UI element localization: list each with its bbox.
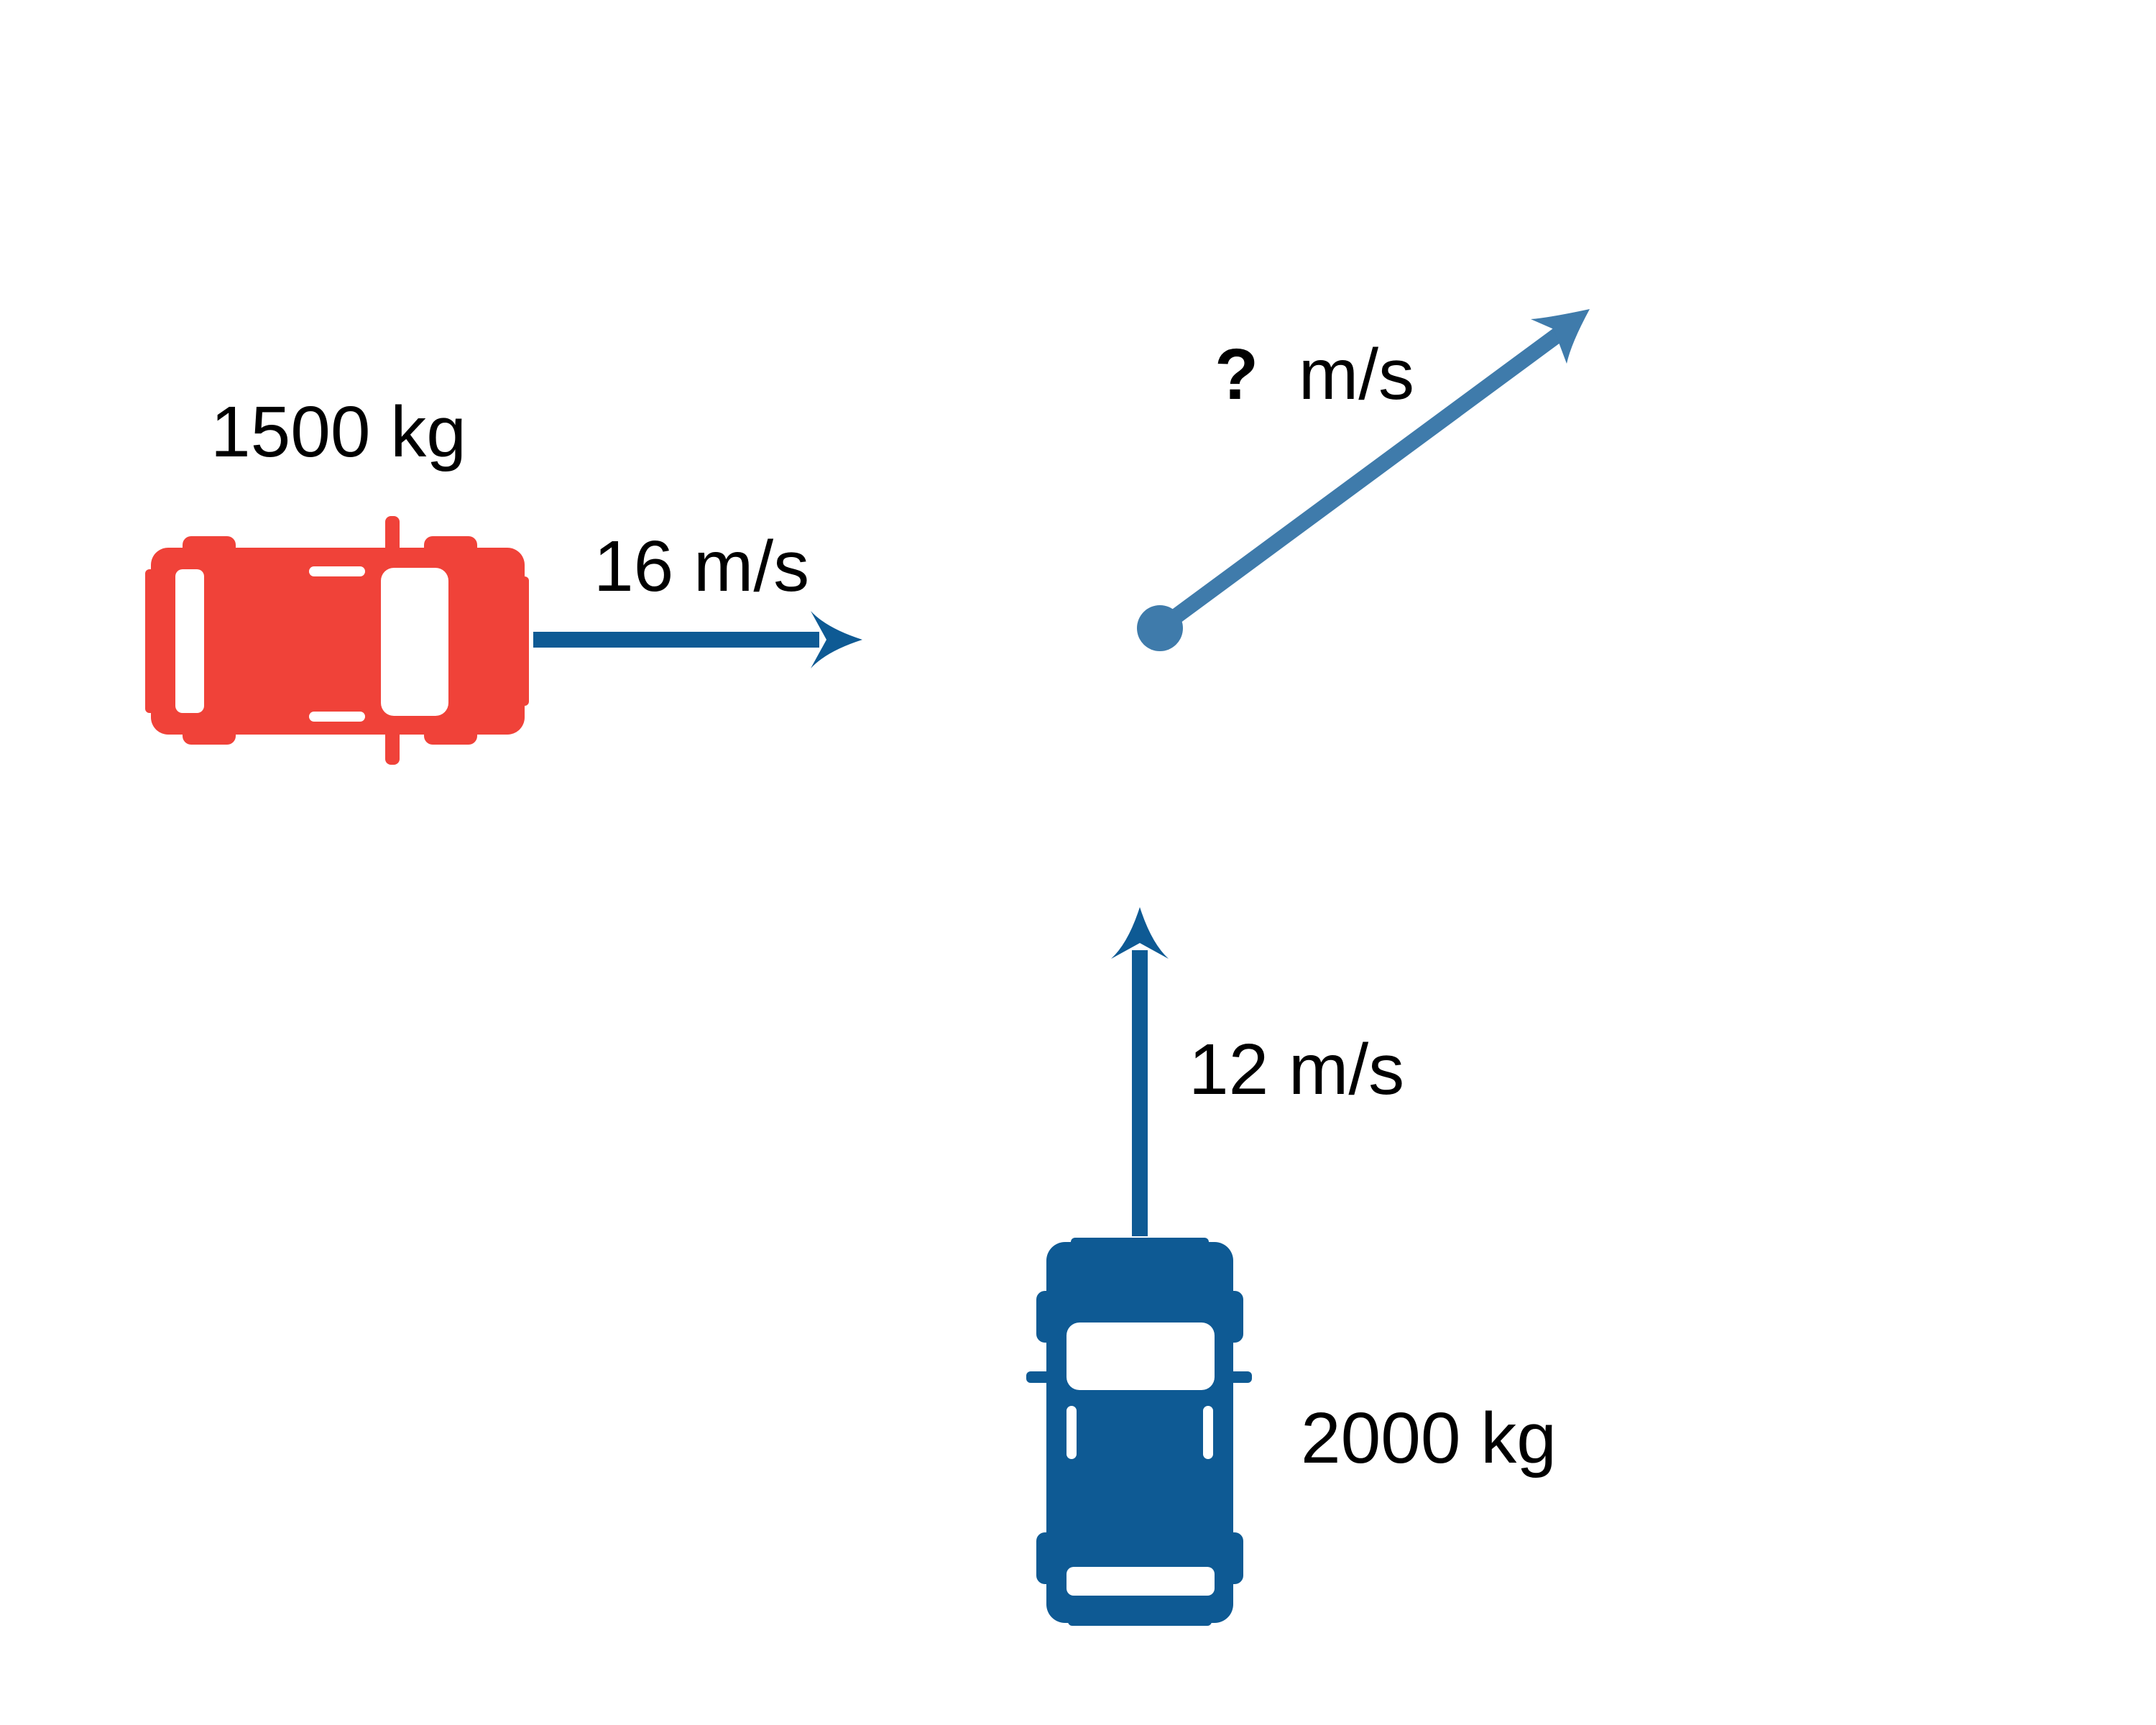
red-car-side-window-bottom (309, 712, 365, 722)
red-car-rear-bumper (145, 569, 160, 713)
blue-truck-rear-window (1067, 1567, 1215, 1596)
red-car-velocity-arrow (533, 611, 862, 668)
blue-truck-velocity-label: 12 m/s (1189, 1029, 1404, 1110)
blue-truck-velocity-arrow (1111, 907, 1169, 1236)
blue-truck-icon (1026, 1238, 1252, 1626)
red-car-velocity-label: 16 m/s (594, 526, 809, 607)
blue-truck-side-window-right (1203, 1406, 1213, 1459)
resultant-unit-label: m/s (1299, 334, 1414, 415)
red-car-rear-window (175, 569, 204, 713)
collision-point (1137, 605, 1183, 651)
blue-truck-rear-bumper (1068, 1616, 1212, 1626)
blue-truck-windshield (1067, 1322, 1215, 1390)
red-car-windshield (381, 568, 448, 716)
blue-truck-front-bumper (1071, 1238, 1209, 1251)
red-car-front-bumper (519, 576, 529, 706)
unknown-speed-mark: ? (1215, 334, 1258, 415)
resultant-velocity-label: ? m/s (1215, 334, 1414, 415)
red-car-icon (145, 516, 529, 765)
blue-truck-side-window-left (1067, 1406, 1077, 1459)
red-car-side-window-top (309, 566, 365, 576)
resultant-velocity-arrow (1137, 309, 1590, 651)
red-car-mass-label: 1500 kg (211, 392, 466, 472)
blue-truck-mass-label: 2000 kg (1301, 1398, 1557, 1478)
